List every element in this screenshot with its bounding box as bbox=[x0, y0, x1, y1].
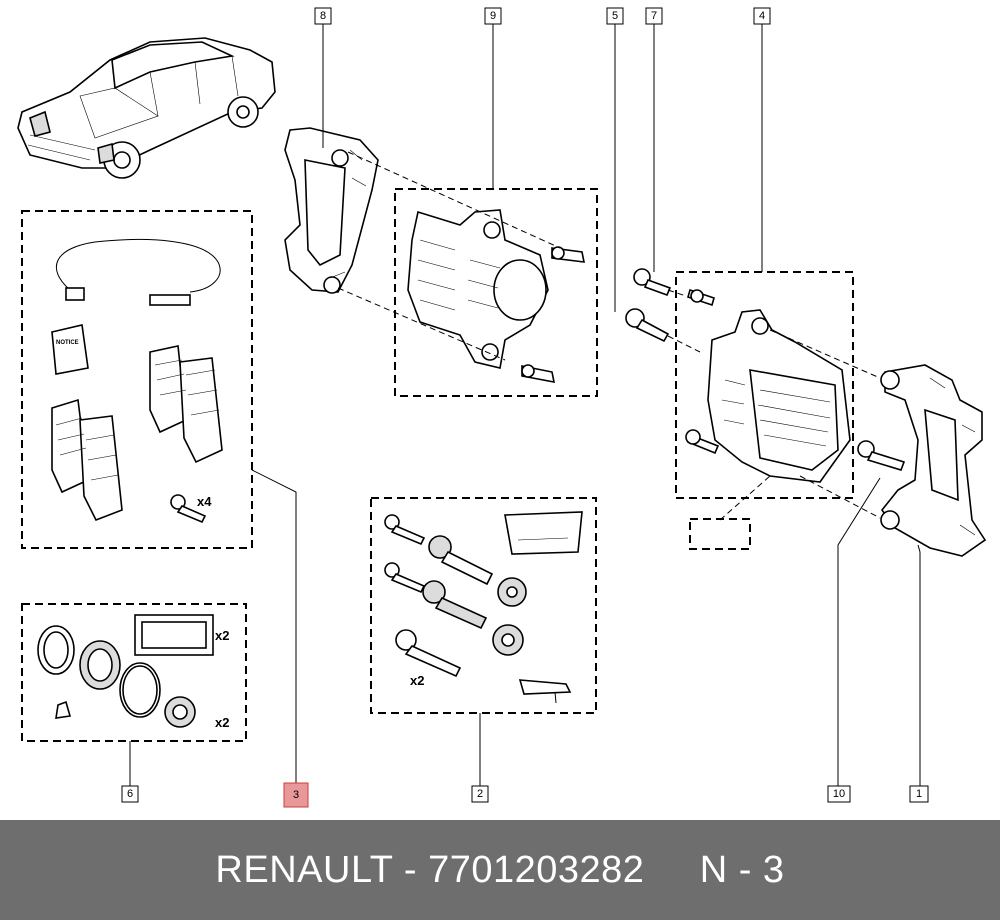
brake-pads-front bbox=[51, 398, 123, 522]
callout-5[interactable]: 5 bbox=[606, 7, 624, 25]
car-illustration bbox=[17, 37, 276, 179]
callout-9[interactable]: 9 bbox=[484, 7, 502, 25]
spring-clip bbox=[518, 679, 572, 704]
footer-spacer bbox=[644, 849, 699, 891]
caliper-4-subframe bbox=[689, 518, 751, 550]
callout-label-7: 7 bbox=[651, 10, 657, 22]
callout-label-10: 10 bbox=[833, 788, 845, 800]
callout-4[interactable]: 4 bbox=[753, 7, 771, 25]
kit-6-boot-quantity: x2 bbox=[215, 715, 229, 730]
leader-lines bbox=[129, 24, 921, 786]
callout-2[interactable]: 2 bbox=[471, 785, 489, 803]
brake-pads-rear bbox=[149, 345, 223, 464]
kit-3-frame bbox=[21, 210, 253, 549]
kit-3-bolt bbox=[170, 494, 207, 524]
callout-label-4: 4 bbox=[759, 10, 765, 22]
caliper-4-frame bbox=[675, 271, 854, 499]
footer-reference: N - 3 bbox=[699, 848, 785, 891]
caliper-carrier-left bbox=[284, 127, 379, 294]
callout-label-6: 6 bbox=[127, 788, 133, 800]
callout-10[interactable]: 10 bbox=[827, 785, 851, 803]
callout-7[interactable]: 7 bbox=[645, 7, 663, 25]
caliper-body-9 bbox=[407, 209, 586, 384]
callout-label-3: 3 bbox=[293, 789, 299, 801]
grease-sachet bbox=[134, 614, 214, 656]
callout-1[interactable]: 1 bbox=[909, 785, 929, 803]
guide-pins bbox=[422, 535, 494, 630]
callout-6[interactable]: 6 bbox=[121, 785, 139, 803]
bolt-7 bbox=[633, 268, 672, 297]
caliper-carrier-right bbox=[880, 364, 987, 557]
notice-label: NOTICE bbox=[56, 340, 79, 346]
kit-2-frame bbox=[370, 497, 597, 714]
callout-label-5: 5 bbox=[612, 10, 618, 22]
kit-6-frame bbox=[21, 603, 247, 742]
callout-label-1: 1 bbox=[916, 788, 922, 800]
seal-rings bbox=[37, 625, 161, 719]
notice-booklet: NOTICE bbox=[51, 324, 89, 375]
wear-sensor-wire bbox=[55, 239, 221, 306]
pin-boots bbox=[492, 577, 527, 656]
part-footer-bar: RENAULT - 7701203282 N - 3 bbox=[0, 820, 1000, 920]
callout-label-9: 9 bbox=[490, 10, 496, 22]
kit-2-grease-sachet bbox=[504, 511, 583, 555]
caliper-9-frame bbox=[394, 188, 598, 397]
bolt-10 bbox=[857, 440, 906, 471]
exploded-parts-diagram: NOTICE x4 x2 x2 bbox=[17, 7, 987, 808]
callout-8[interactable]: 8 bbox=[314, 7, 332, 25]
guide-bolts bbox=[384, 514, 462, 678]
footer-caption: RENAULT - 7701203282 N - 3 bbox=[215, 849, 784, 892]
caliper-body-4 bbox=[685, 288, 851, 483]
kit-6-grease-quantity: x2 bbox=[215, 628, 229, 643]
kit-3-bolt-quantity: x4 bbox=[197, 494, 212, 509]
kit-2-pin-quantity: x2 bbox=[410, 673, 424, 688]
footer-separator: - bbox=[392, 848, 429, 891]
callout-3-highlighted[interactable]: 3 bbox=[283, 782, 309, 808]
footer-part-number: 7701203282 bbox=[428, 848, 645, 891]
footer-brand: RENAULT bbox=[215, 848, 393, 891]
callout-label-8: 8 bbox=[320, 10, 326, 22]
callout-label-2: 2 bbox=[477, 788, 483, 800]
dust-boot bbox=[164, 696, 196, 728]
bolt-5 bbox=[625, 308, 670, 343]
